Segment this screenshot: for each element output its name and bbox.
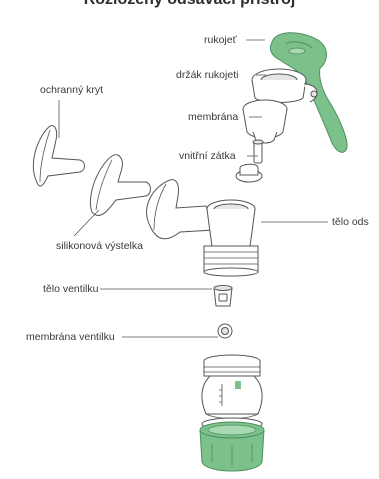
silicone-liner-part xyxy=(90,155,150,216)
label-handle: rukojeť xyxy=(204,34,237,46)
label-membrane: membrána xyxy=(188,111,238,123)
label-pump-body: tělo ods xyxy=(332,216,369,228)
label-inner-plug: vnitřní zátka xyxy=(179,150,236,162)
bottle-part xyxy=(202,355,262,430)
inner-plug-part xyxy=(236,140,263,182)
pump-body-part xyxy=(147,180,258,276)
label-handle-holder: držák rukojeti xyxy=(176,69,238,81)
label-valve-body: tělo ventilku xyxy=(43,283,98,295)
bottle-base-part xyxy=(200,422,264,471)
membrane-part xyxy=(243,100,287,143)
valve-body-part xyxy=(214,286,232,307)
label-silicone-liner: silikonová výstelka xyxy=(56,240,143,252)
valve-membrane-part xyxy=(218,324,232,338)
label-valve-membrane: membrána ventilku xyxy=(26,331,115,343)
label-protective-cover: ochranný kryt xyxy=(40,84,103,96)
diagram-title-cropped: Rozložený odsávací přístroj xyxy=(0,0,379,9)
